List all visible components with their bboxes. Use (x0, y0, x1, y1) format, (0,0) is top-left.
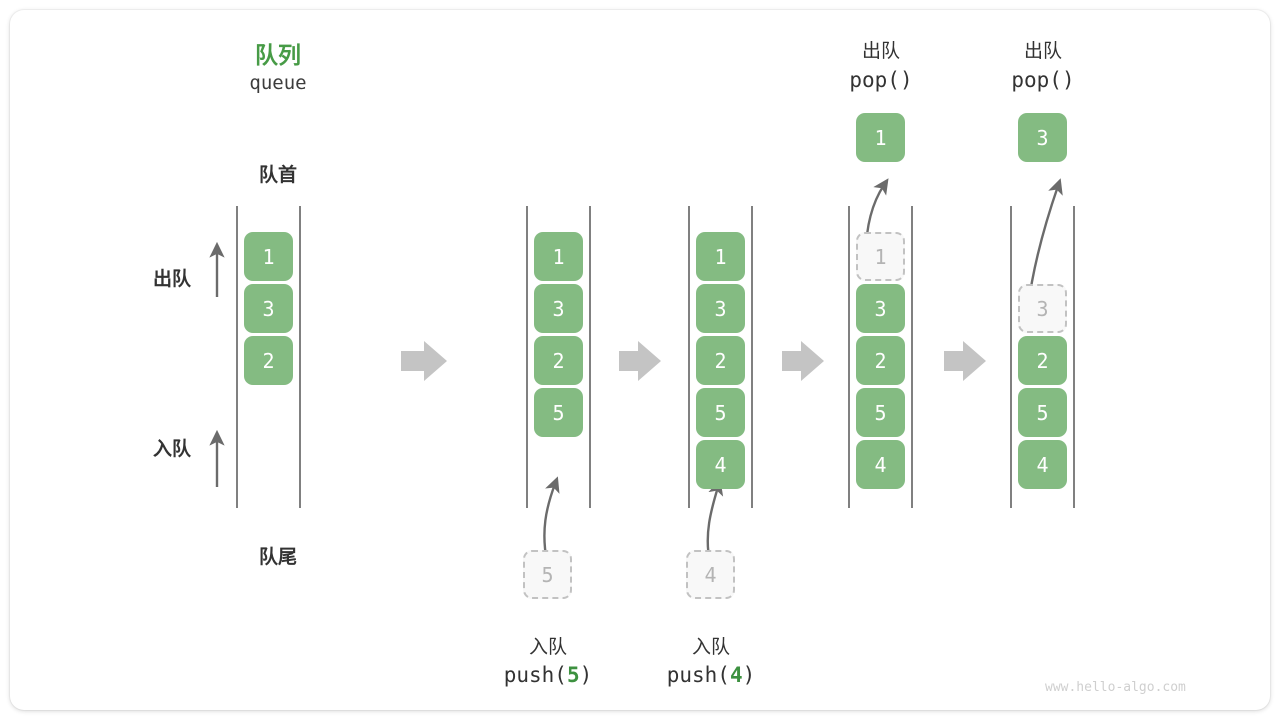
step-op-code: push(5) (468, 663, 628, 687)
op-code-arg: 5 (566, 663, 580, 687)
op-code-prefix: push( (503, 663, 567, 687)
queue-cell: 4 (856, 440, 905, 489)
flow-arrow (782, 341, 824, 381)
flow-arrow (619, 341, 661, 381)
queue-cell: 2 (244, 336, 293, 385)
step-op-code: pop() (800, 68, 962, 92)
op-code-suffix: ) (1061, 68, 1075, 92)
queue-cell: 1 (856, 232, 905, 281)
front-label: 队首 (258, 165, 297, 186)
op-code-suffix: ) (579, 663, 593, 687)
queue-cell: 5 (696, 388, 745, 437)
diagram-card: 队列 queue 队首 队尾 出队 入队 1 3 2 1 3 2 5 5 入队 … (10, 10, 1270, 710)
queue-cell: 5 (1018, 388, 1067, 437)
queue-cell: 4 (1018, 440, 1067, 489)
watermark: www.hello-algo.com (1045, 680, 1186, 695)
incoming-element: 4 (686, 550, 735, 599)
flow-arrow (401, 341, 447, 381)
queue-cell: 3 (696, 284, 745, 333)
queue-title-cn: 队列 (255, 42, 301, 68)
step-op-label: 入队 (528, 637, 567, 658)
op-code-suffix: ) (742, 663, 756, 687)
op-code-arg: 4 (729, 663, 743, 687)
op-code-prefix: pop( (849, 68, 900, 92)
op-code-prefix: pop( (1011, 68, 1062, 92)
queue-cell: 1 (696, 232, 745, 281)
queue-cell: 5 (856, 388, 905, 437)
dequeue-direction-label: 出队 (152, 269, 191, 290)
queue-title-en: queue (249, 72, 307, 94)
step-op-label: 出队 (861, 41, 900, 62)
queue-cell: 3 (1018, 284, 1067, 333)
op-code-prefix: push( (666, 663, 730, 687)
flow-arrow (944, 341, 986, 381)
step-op-code: pop() (962, 68, 1124, 92)
queue-cell: 1 (244, 232, 293, 281)
popped-element: 1 (856, 113, 905, 162)
queue-cell: 2 (534, 336, 583, 385)
popped-element: 3 (1018, 113, 1067, 162)
queue-cell: 4 (696, 440, 745, 489)
queue-cell: 5 (534, 388, 583, 437)
step-op-code: push(4) (631, 663, 791, 687)
queue-cell: 2 (856, 336, 905, 385)
enqueue-direction-label: 入队 (152, 439, 191, 460)
queue-cell: 3 (244, 284, 293, 333)
queue-cell: 3 (856, 284, 905, 333)
step-op-label: 入队 (691, 637, 730, 658)
queue-cell: 3 (534, 284, 583, 333)
rear-label: 队尾 (258, 547, 297, 568)
incoming-element: 5 (523, 550, 572, 599)
op-code-suffix: ) (899, 68, 913, 92)
queue-cell: 2 (1018, 336, 1067, 385)
queue-cell: 1 (534, 232, 583, 281)
queue-cell: 2 (696, 336, 745, 385)
diagram-overlay (209, 178, 1075, 563)
step-op-label: 出队 (1023, 41, 1062, 62)
